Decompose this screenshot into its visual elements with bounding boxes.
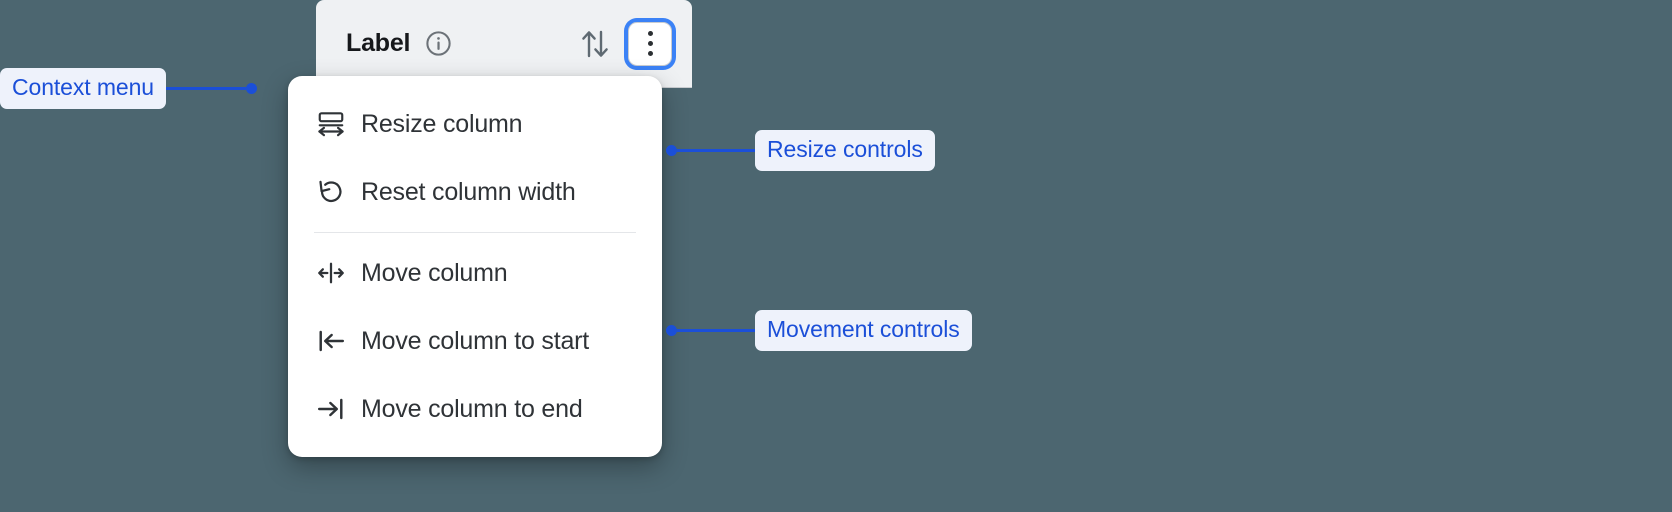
menu-item-reset-column-width[interactable]: Reset column width (288, 158, 662, 226)
leader-dot (666, 145, 677, 156)
kebab-dot-1 (647, 31, 653, 36)
column-header-panel: Label (316, 0, 692, 88)
menu-item-resize-column[interactable]: Resize column (288, 90, 662, 158)
menu-item-label: Move column to end (361, 394, 583, 423)
resize-column-icon (314, 109, 348, 139)
leader-dot (666, 325, 677, 336)
move-to-end-icon (314, 394, 348, 424)
menu-divider (314, 232, 636, 233)
menu-item-label: Move column (361, 258, 508, 287)
menu-item-label: Resize column (361, 109, 523, 138)
kebab-dot-3 (647, 51, 653, 56)
leader-line (677, 329, 755, 332)
reset-width-icon (314, 177, 348, 207)
move-column-icon (314, 258, 348, 288)
leader-line (677, 149, 755, 152)
info-circle-icon[interactable] (424, 29, 453, 58)
move-to-start-icon (314, 326, 348, 356)
annotation-context-menu: Context menu (0, 68, 257, 109)
annotation-movement-controls: Movement controls (666, 310, 972, 351)
annotation-label: Movement controls (755, 310, 972, 351)
menu-item-label: Move column to start (361, 326, 590, 355)
leader-dot (246, 83, 257, 94)
page-title: Label (346, 29, 411, 57)
menu-item-label: Reset column width (361, 177, 576, 206)
kebab-dot-2 (647, 41, 653, 46)
menu-item-move-column-to-end[interactable]: Move column to end (288, 375, 662, 443)
annotation-resize-controls: Resize controls (666, 130, 935, 171)
menu-item-move-column-to-start[interactable]: Move column to start (288, 307, 662, 375)
context-menu: Resize column Reset column width Move co… (288, 76, 662, 457)
menu-item-move-column[interactable]: Move column (288, 239, 662, 307)
sort-ascending-descending-icon[interactable] (578, 26, 612, 62)
annotation-label: Resize controls (755, 130, 935, 171)
leader-line (166, 87, 246, 90)
annotation-label: Context menu (0, 68, 166, 109)
more-vertical-icon[interactable] (628, 21, 672, 66)
